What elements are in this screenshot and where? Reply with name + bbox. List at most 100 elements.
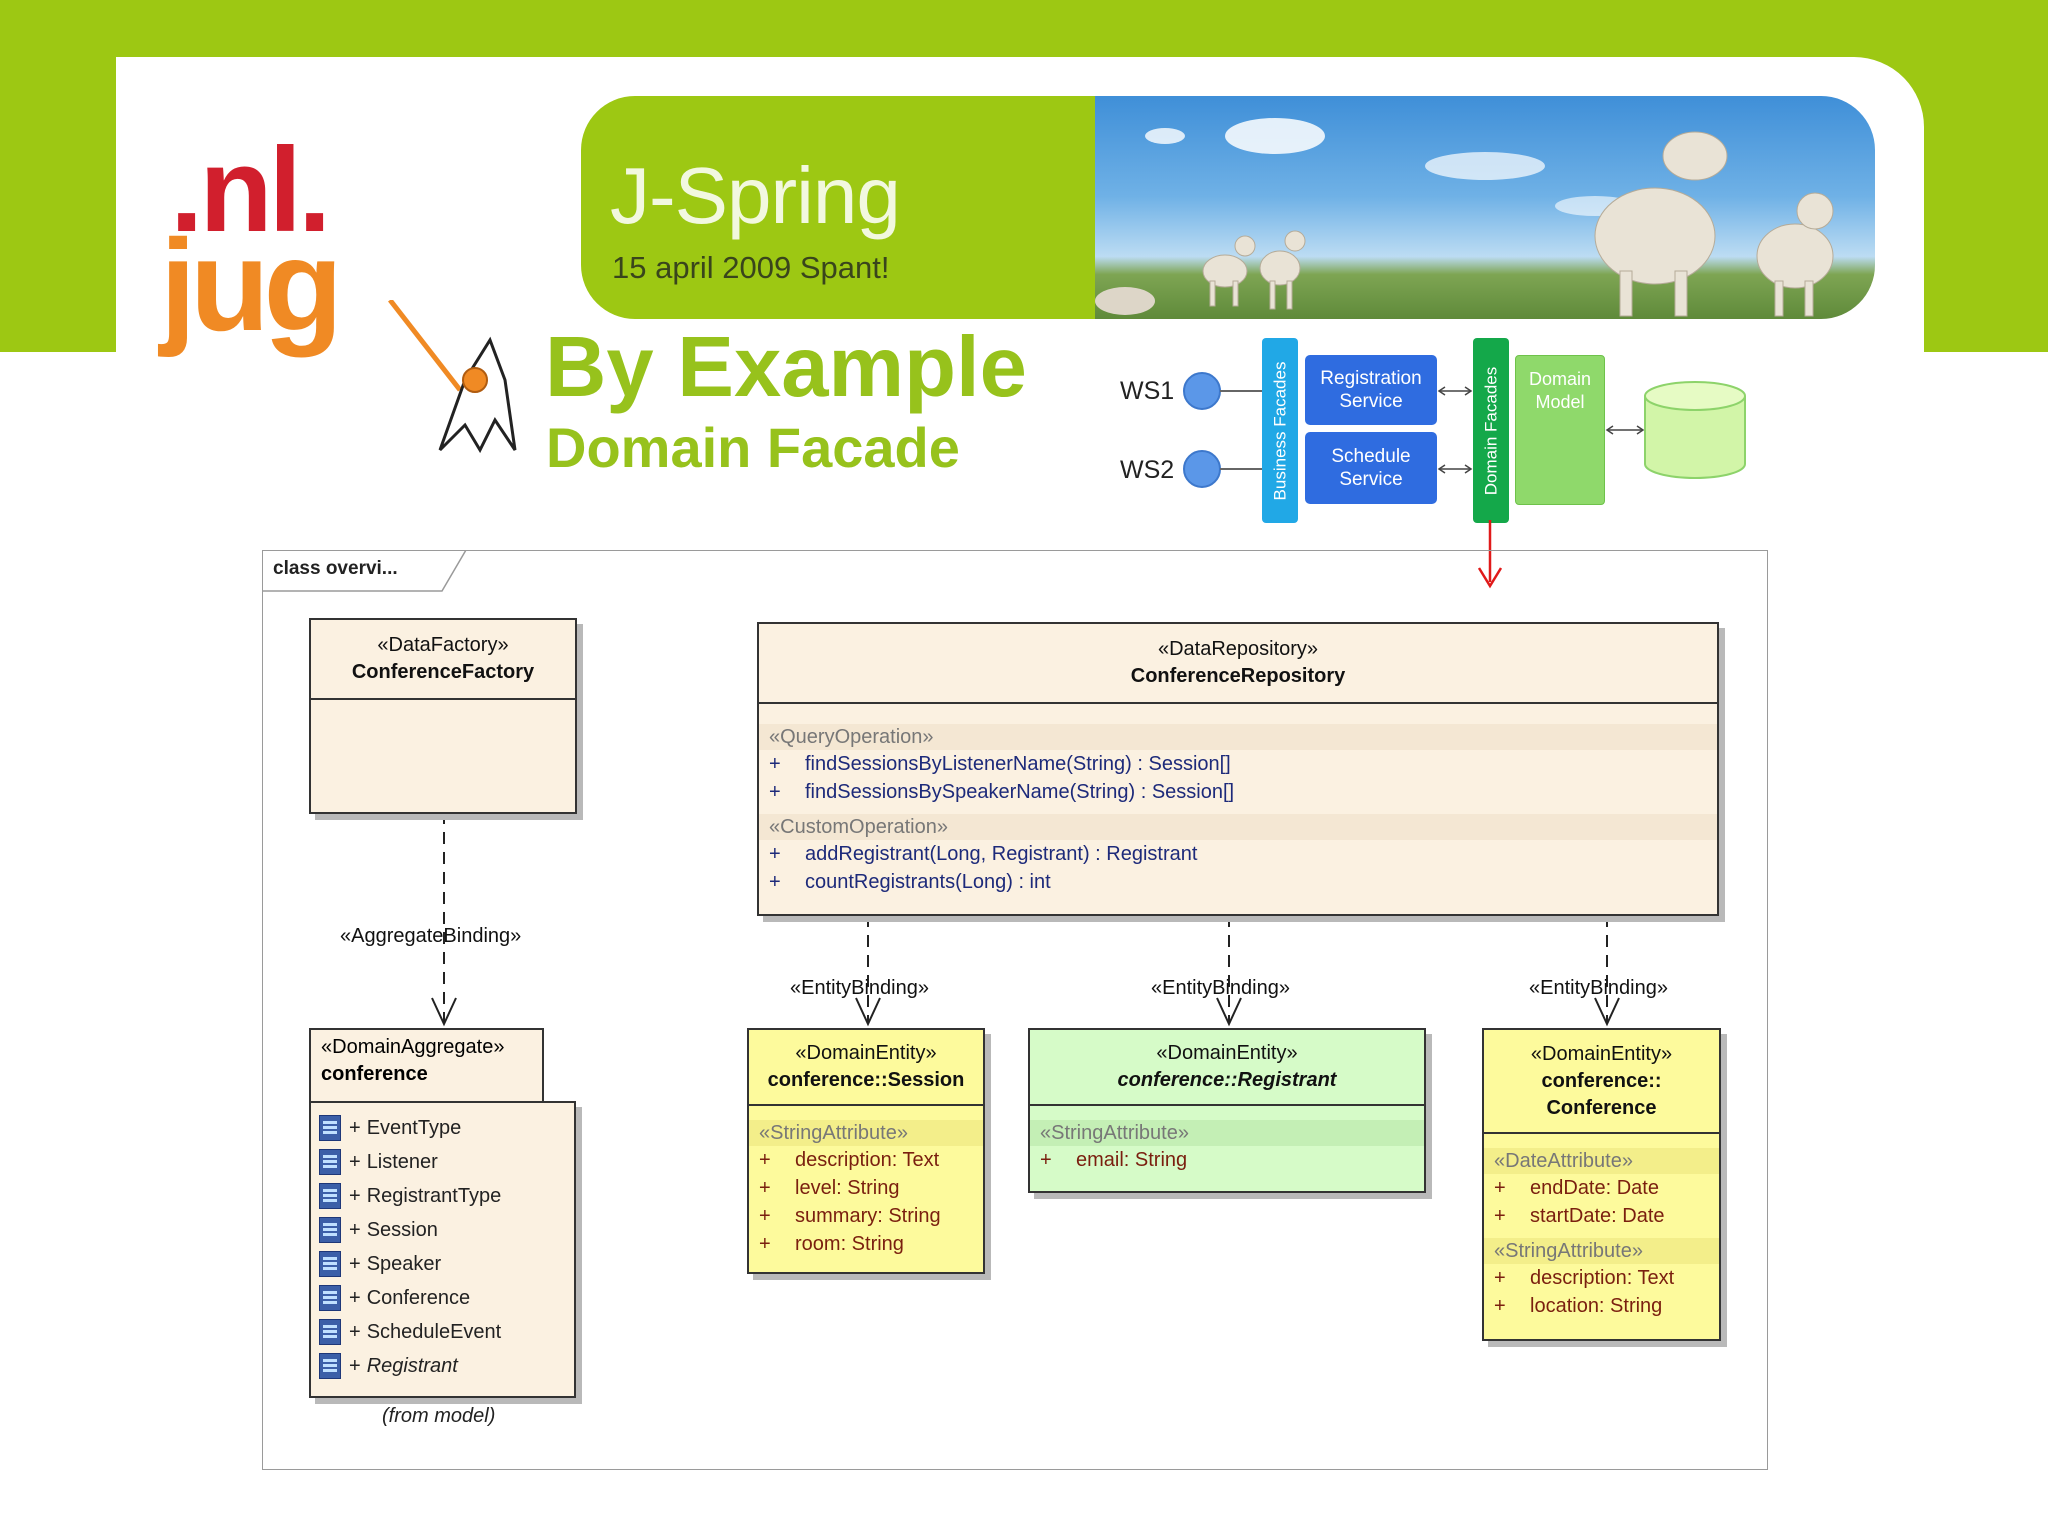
service-domain-arrows bbox=[1437, 386, 1473, 474]
aggregate-item[interactable]: +Session bbox=[311, 1213, 574, 1247]
visibility-marker: + bbox=[349, 1320, 361, 1343]
session-stereotype: «DomainEntity» bbox=[795, 1042, 937, 1064]
registration-service-box: Registration Service bbox=[1305, 355, 1437, 425]
query-op-row: +findSessionsBySpeakerName(String) : Ses… bbox=[759, 778, 1717, 806]
attribute-row: + location: String bbox=[1484, 1292, 1719, 1320]
conference-name-line1: conference:: bbox=[1541, 1069, 1662, 1092]
conference-string-stereotype: «StringAttribute» bbox=[1484, 1238, 1719, 1264]
attribute-row: +description: Text bbox=[1484, 1264, 1719, 1292]
attribute-row: + summary: String bbox=[749, 1202, 983, 1230]
banner-photo-lambs bbox=[1095, 96, 1875, 319]
aggregate-binding-label: «AggregateBinding» bbox=[340, 925, 522, 947]
aggregate-item-label: Registrant bbox=[366, 1354, 458, 1377]
domain-facades-bar: Domain Facades bbox=[1473, 338, 1509, 523]
conference-string-attr-list: +description: Text+location: String bbox=[1484, 1264, 1719, 1320]
conference-repository-class[interactable]: «DataRepository» ConferenceRepository «Q… bbox=[757, 622, 1719, 916]
banner-title: J-Spring bbox=[610, 151, 901, 240]
query-op-find-by-speaker: findSessionsBySpeakerName(String) : Sess… bbox=[805, 781, 1235, 803]
attribute-text: description: Text bbox=[795, 1149, 940, 1171]
visibility-marker: + bbox=[769, 753, 781, 775]
aggregate-footer: (from model) bbox=[382, 1405, 496, 1427]
nljug-logo-nl: .nl. bbox=[170, 123, 331, 257]
visibility-marker: + bbox=[1040, 1149, 1052, 1171]
visibility-marker: + bbox=[1494, 1205, 1506, 1227]
class-icon bbox=[319, 1319, 341, 1345]
aggregate-item-label: EventType bbox=[366, 1116, 462, 1139]
entity-binding-label-session: «EntityBinding» bbox=[790, 977, 929, 999]
repository-operations: «QueryOperation» + findSessionsByListener… bbox=[759, 704, 1717, 896]
attribute-text: email: String bbox=[1076, 1149, 1188, 1171]
duke-mascot-icon bbox=[388, 300, 517, 454]
domain-model-box: Domain Model bbox=[1515, 355, 1605, 505]
session-entity-class[interactable]: «DomainEntity» conference::Session «Stri… bbox=[747, 1028, 985, 1274]
conference-factory-class[interactable]: «DataFactory» ConferenceFactory bbox=[309, 618, 577, 814]
conference-entity-class[interactable]: «DomainEntity» conference:: Conference «… bbox=[1482, 1028, 1721, 1341]
attribute-text: summary: String bbox=[795, 1205, 941, 1227]
registrant-entity-class[interactable]: «DomainEntity» conference::Registrant «S… bbox=[1028, 1028, 1426, 1193]
query-operation-stereotype: «QueryOperation» bbox=[759, 724, 1717, 750]
model-db-arrow bbox=[1605, 425, 1645, 435]
attribute-text: startDate: Date bbox=[1530, 1205, 1665, 1227]
visibility-marker: + bbox=[349, 1354, 361, 1377]
slide-subtitle: Domain Facade bbox=[546, 416, 960, 479]
attribute-text: location: String bbox=[1530, 1295, 1663, 1317]
conference-aggregate-tab[interactable]: «DomainAggregate» conference bbox=[309, 1028, 544, 1104]
custom-op-add-registrant: addRegistrant(Long, Registrant) : Regist… bbox=[805, 843, 1198, 865]
aggregate-item[interactable]: +Conference bbox=[311, 1281, 574, 1315]
banner-date: 15 april 2009 Spant! bbox=[612, 250, 890, 285]
ws1-label: WS1 bbox=[1120, 377, 1175, 405]
schedule-service-box: Schedule Service bbox=[1305, 432, 1437, 504]
visibility-marker: + bbox=[1494, 1295, 1506, 1317]
aggregate-item-list: +EventType+Listener+RegistrantType+Sessi… bbox=[311, 1103, 574, 1383]
attribute-row: +level: String bbox=[749, 1174, 983, 1202]
repository-name: ConferenceRepository bbox=[1130, 665, 1346, 687]
slide-title: By Example bbox=[545, 320, 1027, 415]
conference-aggregate-body[interactable]: +EventType+Listener+RegistrantType+Sessi… bbox=[309, 1101, 576, 1398]
frame-label: class overvi... bbox=[273, 558, 398, 579]
visibility-marker: + bbox=[769, 871, 781, 893]
attribute-row: + startDate: Date bbox=[1484, 1202, 1719, 1230]
conference-attributes: «DateAttribute» + endDate: Date + startDate… bbox=[1484, 1134, 1719, 1320]
visibility-marker: + bbox=[759, 1205, 771, 1227]
conference-header: «DomainEntity» conference:: Conference bbox=[1484, 1030, 1719, 1134]
aggregate-item[interactable]: +Listener bbox=[311, 1145, 574, 1179]
visibility-marker: + bbox=[1494, 1267, 1506, 1289]
session-attr-list: + description: Text +level: String + summary… bbox=[749, 1146, 983, 1258]
conference-name-line2: Conference bbox=[1546, 1096, 1657, 1119]
aggregate-item[interactable]: +ScheduleEvent bbox=[311, 1315, 574, 1349]
visibility-marker: + bbox=[349, 1150, 361, 1173]
conference-date-stereotype: «DateAttribute» bbox=[1484, 1148, 1719, 1174]
aggregate-item[interactable]: +Speaker bbox=[311, 1247, 574, 1281]
registrant-stereotype: «DomainEntity» bbox=[1156, 1042, 1298, 1064]
aggregate-item-label: Speaker bbox=[366, 1252, 442, 1275]
attribute-row: + description: Text bbox=[749, 1146, 983, 1174]
attribute-text: endDate: Date bbox=[1530, 1177, 1659, 1199]
session-name: conference::Session bbox=[767, 1069, 965, 1091]
query-op-find-by-listener: findSessionsByListenerName(String) : Ses… bbox=[805, 753, 1231, 775]
visibility-marker: + bbox=[759, 1149, 771, 1171]
aggregate-item[interactable]: +RegistrantType bbox=[311, 1179, 574, 1213]
entity-binding-label-conference: «EntityBinding» bbox=[1529, 977, 1668, 999]
visibility-marker: + bbox=[349, 1252, 361, 1275]
aggregate-item-label: Conference bbox=[366, 1286, 471, 1309]
lambs-illustration bbox=[1095, 118, 1834, 317]
class-icon bbox=[319, 1115, 341, 1141]
frame-tab bbox=[262, 550, 467, 592]
visibility-marker: + bbox=[759, 1233, 771, 1255]
aggregate-item[interactable]: +EventType bbox=[311, 1111, 574, 1145]
session-header: «DomainEntity» conference::Session bbox=[749, 1030, 983, 1106]
aggregate-item-label: ScheduleEvent bbox=[366, 1320, 502, 1343]
registrant-name: conference::Registrant bbox=[1117, 1069, 1337, 1091]
factory-name: ConferenceFactory bbox=[351, 661, 535, 683]
class-icon bbox=[319, 1217, 341, 1243]
aggregate-name: conference bbox=[321, 1063, 428, 1085]
visibility-marker: + bbox=[349, 1184, 361, 1207]
aggregate-item[interactable]: +Registrant bbox=[311, 1349, 574, 1383]
class-icon bbox=[319, 1183, 341, 1209]
red-down-arrow-icon bbox=[1477, 520, 1503, 589]
query-op-row: + findSessionsByListenerName(String) : Se… bbox=[759, 750, 1717, 778]
domain-model-label: Domain Model bbox=[1528, 369, 1592, 412]
ws1-endpoint-icon bbox=[1183, 372, 1221, 410]
class-icon bbox=[319, 1285, 341, 1311]
